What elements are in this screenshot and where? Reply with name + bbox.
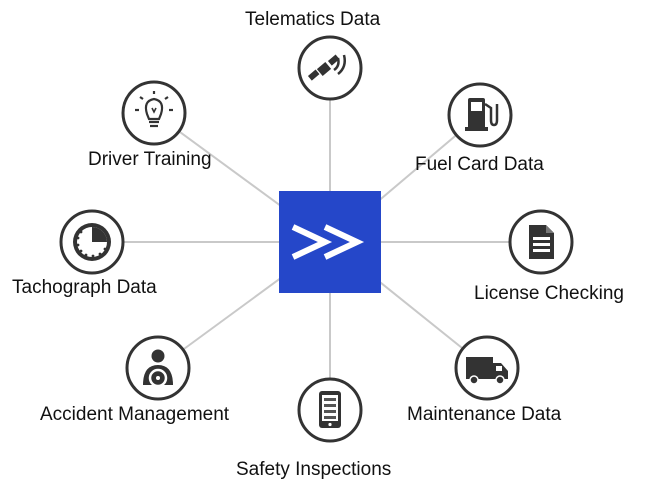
label-tachograph: Tachograph Data: [12, 277, 157, 298]
label-license: License Checking: [474, 283, 624, 304]
label-safety: Safety Inspections: [236, 459, 392, 480]
clock-gauge-icon: [73, 223, 111, 261]
document-icon: [529, 225, 554, 259]
node-telematics: [297, 35, 363, 101]
double-chevron-icon: [291, 224, 365, 260]
lightbulb-icon: [135, 91, 173, 128]
label-maintenance: Maintenance Data: [407, 404, 562, 425]
satellite-icon: [307, 54, 346, 81]
node-maintenance: [454, 335, 520, 401]
central-hub: [279, 191, 381, 293]
label-accident: Accident Management: [40, 404, 230, 425]
label-telematics: Telematics Data: [245, 9, 381, 30]
label-training: Driver Training: [88, 149, 212, 170]
node-safety: [297, 377, 363, 443]
node-fuel: [447, 82, 513, 148]
node-training: [121, 80, 187, 146]
van-icon: [466, 357, 508, 385]
driver-steering-wheel-icon: [143, 349, 173, 388]
node-accident: [125, 335, 191, 401]
node-tachograph: [59, 209, 125, 275]
node-license: [508, 209, 574, 275]
fuel-pump-icon: [465, 98, 499, 131]
label-fuel: Fuel Card Data: [415, 154, 544, 175]
tablet-icon: [319, 391, 341, 428]
